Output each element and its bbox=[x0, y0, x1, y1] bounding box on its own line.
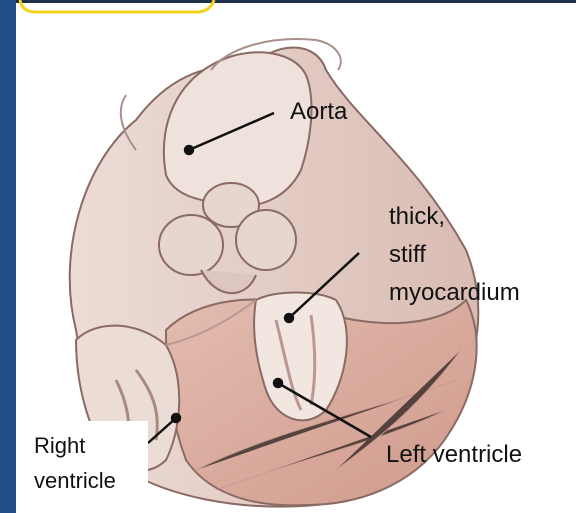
slide-side-bar bbox=[0, 0, 16, 513]
aortic-valve-cusp bbox=[236, 210, 296, 270]
label-myocardium-line1: thick, bbox=[389, 202, 445, 232]
label-right-ventricle-box: Right ventricle bbox=[18, 421, 148, 513]
label-myocardium-line3: myocardium bbox=[389, 278, 520, 308]
aortic-valve-cusp bbox=[159, 215, 223, 275]
label-left-ventricle: Left ventricle bbox=[386, 440, 522, 470]
label-right-ventricle-line1: Right bbox=[34, 431, 85, 461]
label-aorta: Aorta bbox=[290, 97, 347, 127]
label-myocardium-line2: stiff bbox=[389, 240, 426, 270]
label-right-ventricle-line2: ventricle bbox=[34, 466, 116, 496]
